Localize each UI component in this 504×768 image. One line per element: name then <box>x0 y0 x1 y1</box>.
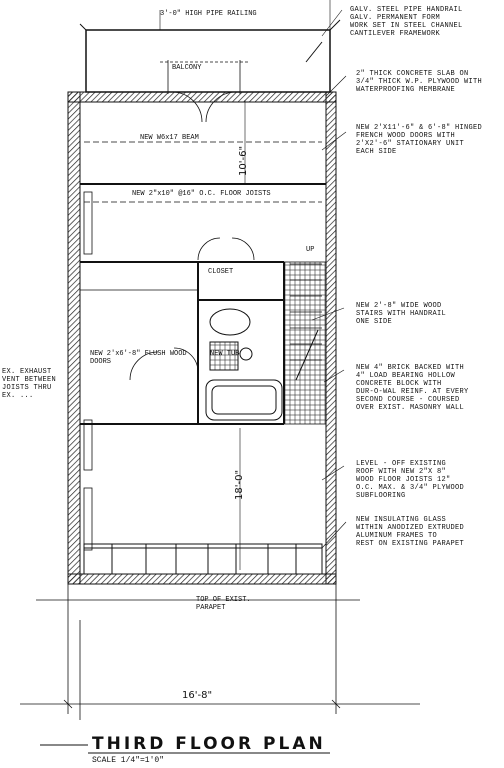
note-line: LEVEL - OFF EXISTING <box>356 460 447 468</box>
interior-dim-lines <box>239 100 246 570</box>
note-line: WITHIN ANODIZED EXTRUDED <box>356 524 465 532</box>
note-french-doors: NEW 2'x11'-6" & 6'-8" HINGED FRENCH WOOD… <box>356 124 482 156</box>
note-leaders <box>311 9 347 549</box>
note-glass: NEW INSULATING GLASS WITHIN ANODIZED EXT… <box>356 516 464 548</box>
drawing-scale: SCALE 1/4"=1'0" <box>92 756 165 765</box>
note-line: 4" LOAD BEARING HOLLOW <box>356 372 456 380</box>
closet-label: CLOSET <box>208 268 234 276</box>
note-line: WOOD FLOOR JOISTS 12" <box>356 476 451 484</box>
note-line: EACH SIDE <box>356 148 397 156</box>
note-line: 3/4" THICK W.P. PLYWOOD WITH <box>356 78 483 86</box>
note-line: CONCRETE BLOCK WITH <box>356 380 442 388</box>
note-line: FRENCH WOOD DOORS WITH <box>356 132 456 140</box>
note-line: NEW INSULATING GLASS <box>356 516 447 524</box>
beam-lines <box>84 141 322 203</box>
note-stairs: NEW 2'-8" WIDE WOOD STAIRS WITH HANDRAIL… <box>356 302 446 326</box>
note-line: WATERPROOFING MEMBRANE <box>356 86 456 94</box>
note-line: SECOND COURSE - COURSED <box>356 396 460 404</box>
left-windows <box>83 191 93 551</box>
note-line: ALUMINUM FRAMES TO <box>356 532 438 540</box>
note-line: CANTILEVER FRAMEWORK <box>350 30 441 38</box>
up-label: UP <box>306 246 315 254</box>
left-note-line: EX. EXHAUST <box>2 368 52 376</box>
note-line: GALV. STEEL PIPE HANDRAIL <box>350 6 463 14</box>
overall-dimension <box>20 584 420 720</box>
note-line: OVER EXIST. MASONRY WALL <box>356 404 465 412</box>
note-line: NEW 2'-8" WIDE WOOD <box>356 302 442 310</box>
note-line: NEW 2'x11'-6" & 6'-8" HINGED <box>356 124 483 132</box>
left-note: EX. EXHAUST VENT BETWEEN JOISTS THRU EX.… <box>2 368 56 400</box>
overall-width-dimension: 16'-8" <box>182 690 213 701</box>
left-note-line: EX. ... <box>2 392 34 400</box>
note-line: 2'x2'-6" STATIONARY UNIT <box>356 140 465 148</box>
note-line: O.C. MAX. & 3/4" PLYWOOD <box>356 484 465 492</box>
note-railing: GALV. STEEL PIPE HANDRAIL GALV. PERMANEN… <box>350 6 463 38</box>
stairs <box>290 263 322 381</box>
interior-walls <box>80 183 326 425</box>
flush-door-label: NEW 2'x6'-8" FLUSH WOOD DOORS <box>90 350 187 366</box>
joists-label: NEW 2"x10" @16" O.C. FLOOR JOISTS <box>132 190 271 198</box>
exterior-walls <box>67 91 337 585</box>
title-underline <box>40 744 330 754</box>
railing-label: 3'-0" HIGH PIPE RAILING <box>160 10 257 18</box>
note-line: GALV. PERMANENT FORM <box>350 14 441 22</box>
note-line: WORK SET IN STEEL CHANNEL <box>350 22 463 30</box>
note-line: 2" THICK CONCRETE SLAB ON <box>356 70 469 78</box>
note-line: SUBFLOORING <box>356 492 406 500</box>
note-line: NEW 4" BRICK BACKED WITH <box>356 364 465 372</box>
note-floor: LEVEL - OFF EXISTING ROOF WITH NEW 2"x 8… <box>356 460 464 500</box>
upper-depth-dimension: 10'-6" <box>238 145 249 176</box>
balcony-label: BALCONY <box>172 64 202 72</box>
header-label: NEW W6x17 BEAM <box>140 134 199 142</box>
glass-frames <box>83 543 323 575</box>
note-line: ROOF WITH NEW 2"x 8" <box>356 468 447 476</box>
note-line: ONE SIDE <box>356 318 393 326</box>
door-swings <box>129 91 255 381</box>
bathroom <box>205 308 283 421</box>
note-brick: NEW 4" BRICK BACKED WITH 4" LOAD BEARING… <box>356 364 469 412</box>
note-concrete: 2" THICK CONCRETE SLAB ON 3/4" THICK W.P… <box>356 70 482 94</box>
left-note-line: JOISTS THRU <box>2 384 52 392</box>
note-line: DUR-O-WAL REINF. AT EVERY <box>356 388 469 396</box>
new-tub-label: NEW TUB <box>210 350 240 358</box>
note-line: REST ON EXISTING PARAPET <box>356 540 465 548</box>
parapet-label: TOP OF EXIST. PARAPET <box>196 596 251 612</box>
left-note-line: VENT BETWEEN <box>2 376 57 384</box>
lower-depth-dimension: 18'-0" <box>234 469 245 500</box>
note-line: STAIRS WITH HANDRAIL <box>356 310 447 318</box>
drawing-title: THIRD FLOOR PLAN <box>92 734 326 754</box>
